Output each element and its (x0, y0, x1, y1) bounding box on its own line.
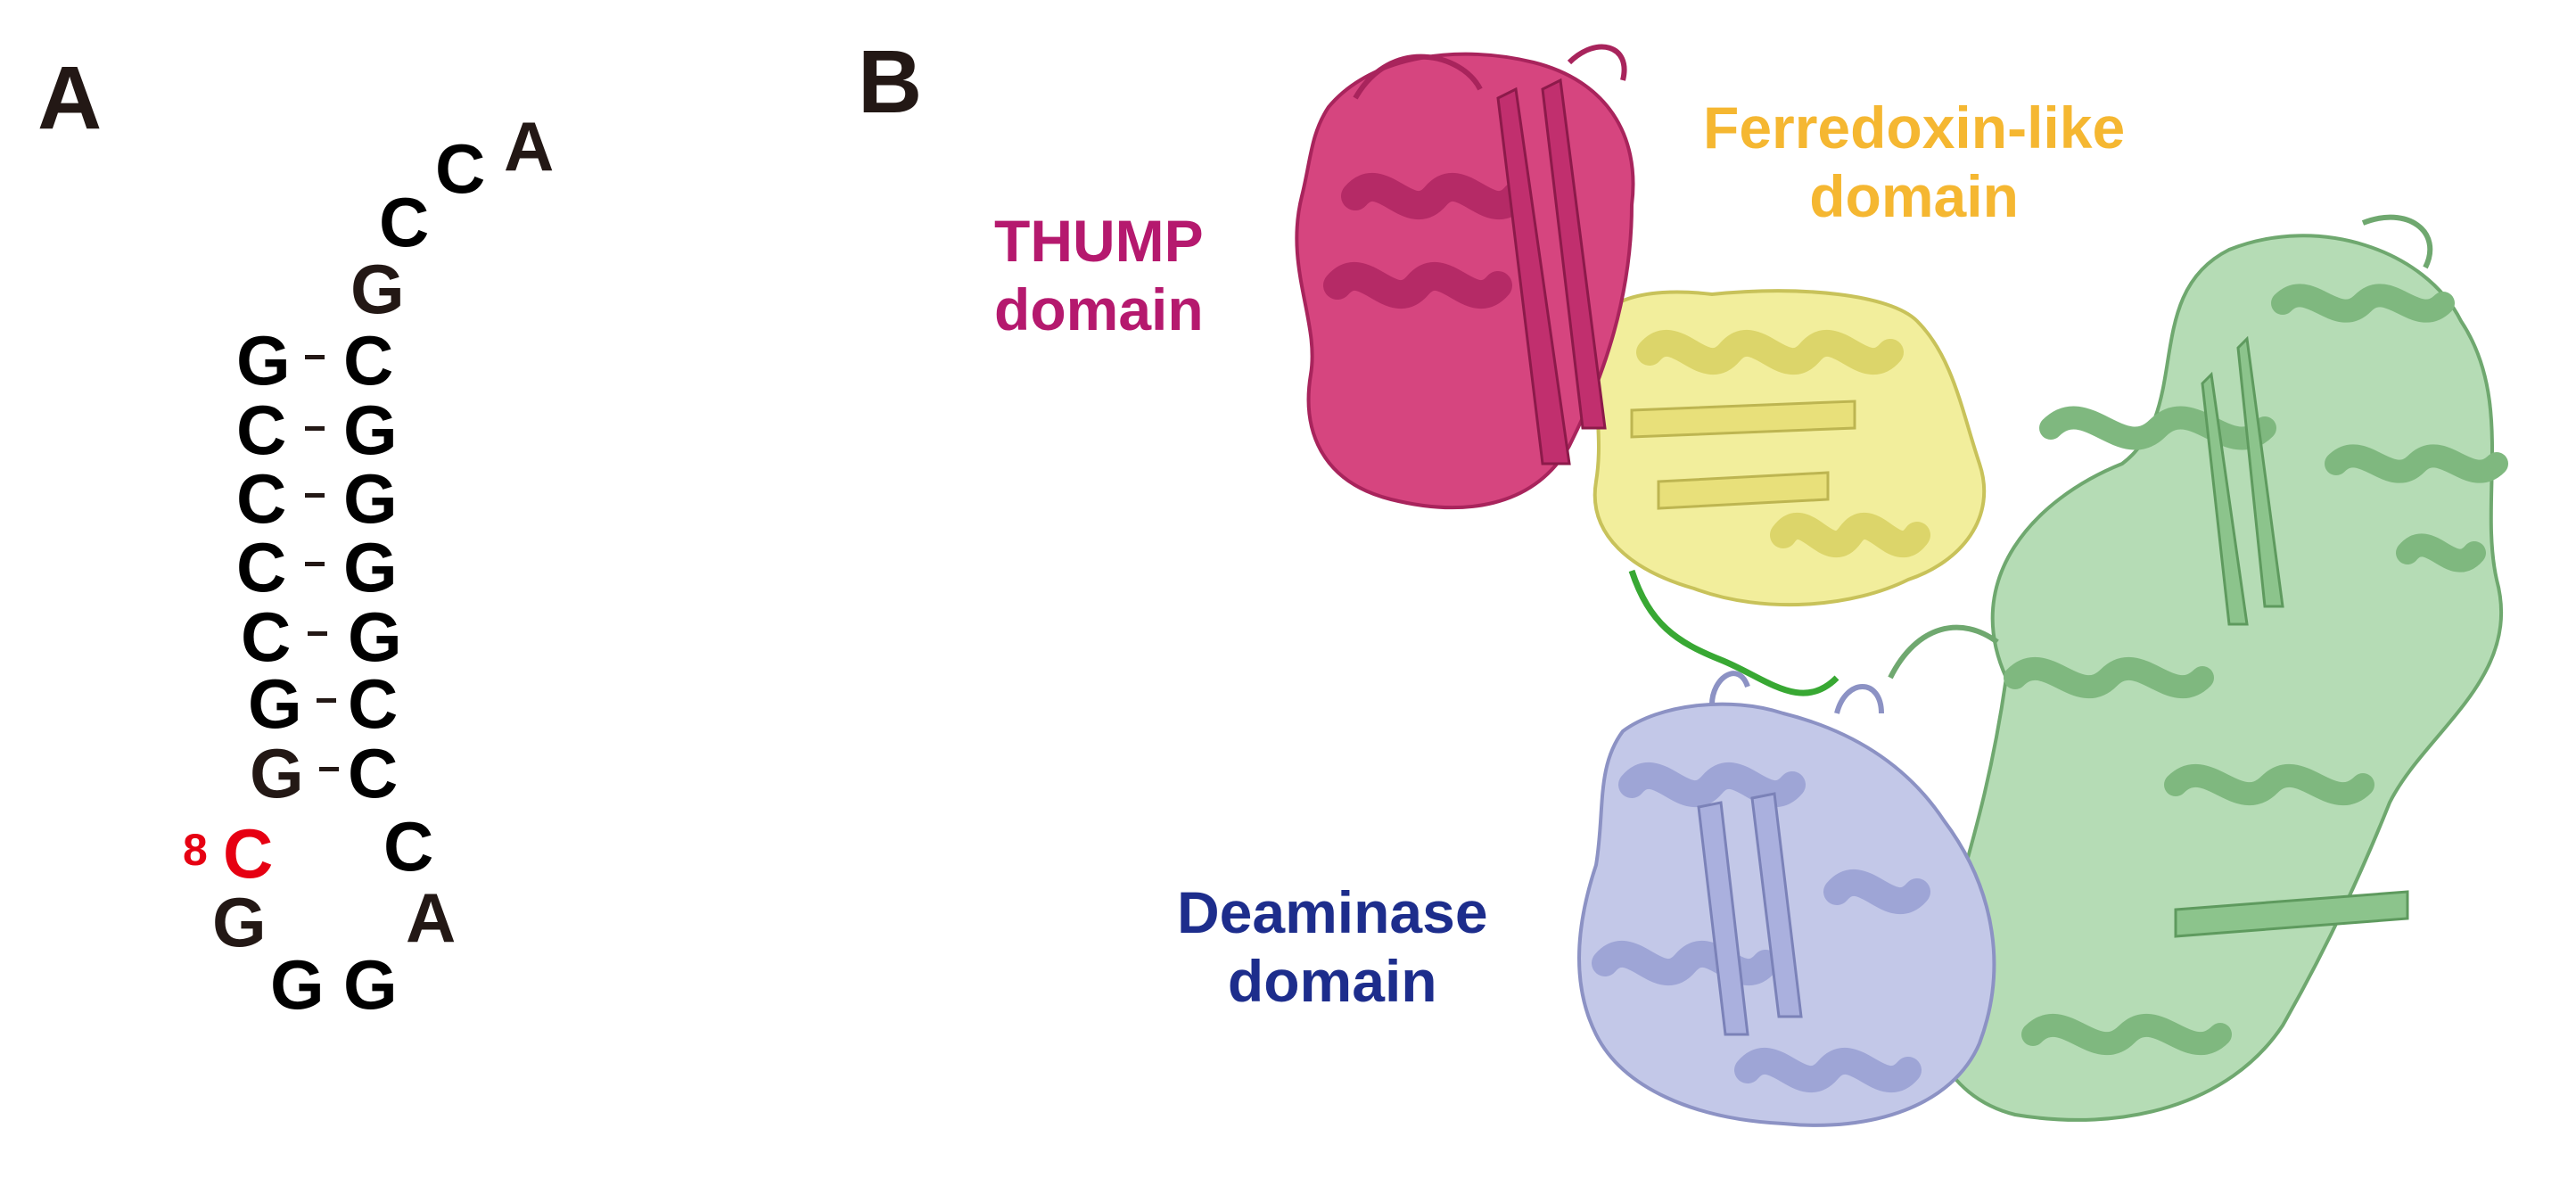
nucleotide: C (236, 528, 287, 606)
linker-segment (1628, 569, 1839, 696)
nucleotide: C (383, 807, 434, 886)
deaminase-domain-ribbon (1577, 671, 1996, 1127)
nucleotide: G (250, 734, 304, 812)
nucleotide: G (212, 883, 267, 961)
position-number: 8 (183, 825, 208, 875)
nucleotide: C (379, 183, 430, 261)
nucleotide: A (504, 107, 555, 185)
nucleotide: G (270, 945, 325, 1024)
ferredoxin-domain-label: Ferredoxin-like domain (1703, 94, 2125, 231)
nucleotide: C (435, 129, 486, 208)
base-pair-bond (305, 493, 325, 498)
base-pair-bond (305, 426, 325, 431)
nucleotide: G (343, 459, 398, 538)
nucleotide: G (350, 250, 405, 328)
deaminase-label-line-1: Deaminase (1177, 879, 1488, 945)
deaminase-label-line-2: domain (1227, 948, 1437, 1015)
nucleotide: C (241, 597, 292, 676)
nucleotide: G (248, 664, 302, 743)
nucleotide: C (343, 321, 394, 400)
nucleotide: G (343, 945, 398, 1024)
base-pair-bond (308, 631, 327, 636)
catalytic-domain-ribbon (1860, 214, 2508, 1122)
deaminase-domain-label: Deaminase domain (1177, 878, 1488, 1016)
nucleotide: C (348, 734, 399, 812)
thump-domain-label: THUMP domain (994, 207, 1204, 344)
thump-label-line-1: THUMP (994, 208, 1204, 274)
ferredoxin-label-line-1: Ferredoxin-like (1703, 95, 2126, 161)
base-pair-bond (305, 562, 325, 566)
nucleotide: C (236, 459, 287, 538)
thump-label-line-2: domain (994, 276, 1204, 343)
nucleotide: G (348, 597, 402, 676)
nucleotide: G (236, 321, 291, 400)
nucleotide: G (343, 528, 398, 606)
nucleotide: A (406, 878, 457, 957)
ferredoxin-like-domain-ribbon (1593, 289, 1987, 607)
base-pair-bond (319, 767, 339, 771)
base-pair-bond (317, 698, 336, 703)
nucleotide: C (236, 391, 287, 469)
nucleotide: G (343, 391, 398, 469)
nucleotide: C (348, 664, 399, 743)
thump-domain-ribbon (1295, 44, 1635, 510)
nucleotide-c8-highlight: C (223, 814, 274, 893)
base-pair-bond (305, 355, 325, 359)
ferredoxin-label-line-2: domain (1809, 163, 2019, 230)
panel-label-b: B (858, 32, 923, 132)
panel-label-a: A (37, 48, 103, 148)
